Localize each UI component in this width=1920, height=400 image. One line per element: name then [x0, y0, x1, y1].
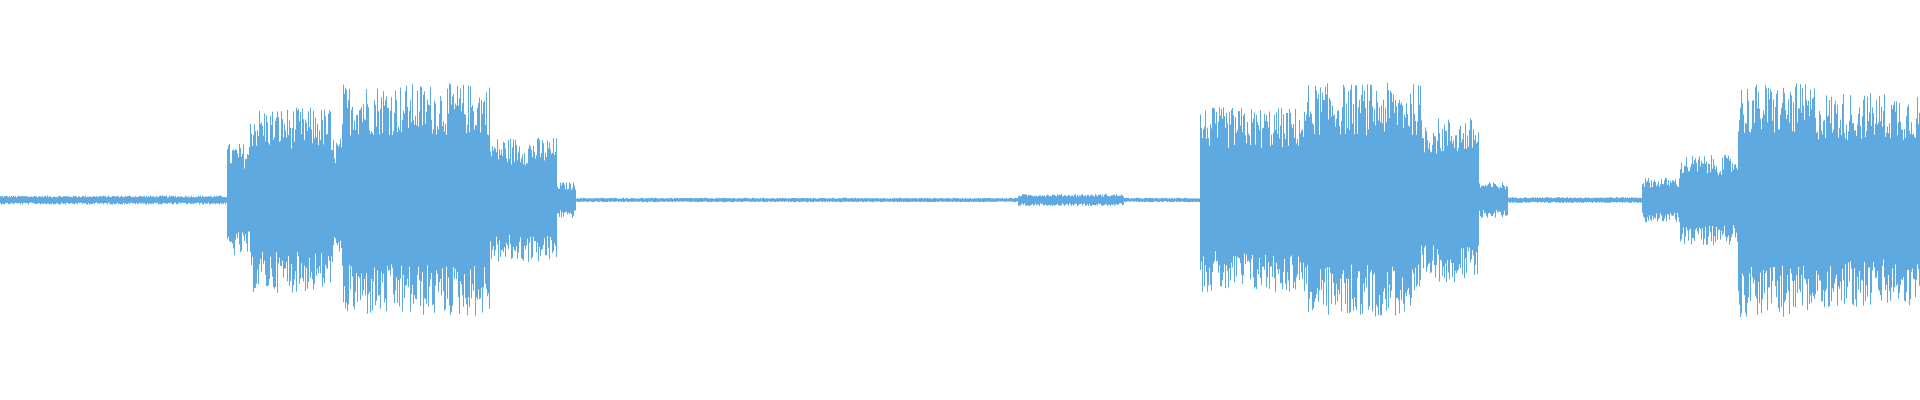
waveform-amplitude-path [0, 83, 1920, 317]
